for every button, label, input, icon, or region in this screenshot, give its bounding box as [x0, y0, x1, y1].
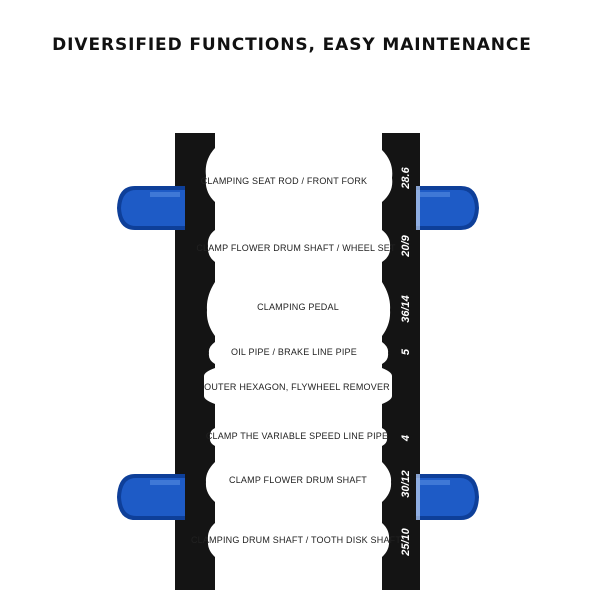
function-label-flywheel-remover: OUTER HEXAGON, FLYWHEEL REMOVER — [204, 382, 390, 392]
right-top-pad — [416, 186, 479, 230]
size-label-36-14: 36/14 — [400, 295, 412, 323]
function-label-tooth-disk: CLAMPING DRUM SHAFT / TOOTH DISK SHAFT — [191, 535, 401, 545]
function-label-speed-line: CLAMP THE VARIABLE SPEED LINE PIPE — [206, 431, 388, 441]
function-label-seat-rod: CLAMPING SEAT ROD / FRONT FORK — [201, 176, 368, 186]
right-jaw — [382, 133, 420, 590]
size-label-28-6: 28.6 — [400, 166, 412, 189]
size-label-20-9: 20/9 — [400, 234, 412, 257]
left-bottom-pad — [117, 474, 185, 520]
headline: DIVERSIFIED FUNCTIONS, EASY MAINTENANCE — [52, 35, 532, 55]
size-label-4: 4 — [400, 435, 412, 442]
function-label-pedal: CLAMPING PEDAL — [257, 302, 339, 312]
function-label-flower-drum: CLAMP FLOWER DRUM SHAFT — [229, 475, 367, 485]
left-top-pad — [117, 186, 185, 230]
right-bottom-pad — [416, 474, 479, 520]
function-label-brake-line: OIL PIPE / BRAKE LINE PIPE — [231, 347, 357, 357]
function-label-wheel-set: CLAMP FLOWER DRUM SHAFT / WHEEL SET — [196, 243, 396, 253]
size-label-30-12: 30/12 — [400, 470, 412, 498]
size-label-5: 5 — [400, 348, 412, 355]
size-label-25-10: 25/10 — [400, 527, 412, 556]
